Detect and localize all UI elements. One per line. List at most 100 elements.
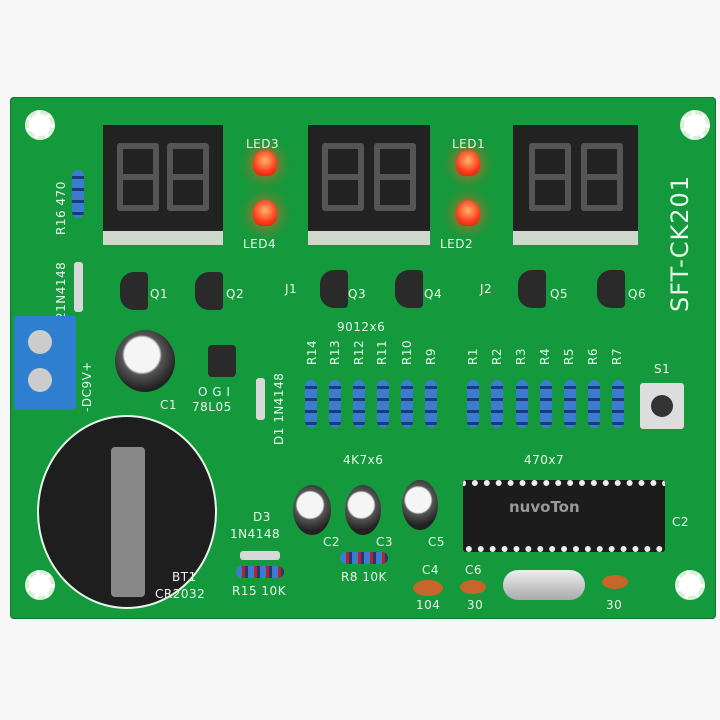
seven-segment-display — [513, 125, 638, 245]
mounting-hole — [680, 110, 710, 140]
led2 — [456, 200, 480, 226]
label-r6: R6 — [586, 348, 600, 365]
label-r12: R12 — [352, 339, 366, 365]
label-resistor-bank-b: 470x7 — [524, 453, 565, 467]
label-c6-value: 30 — [467, 598, 484, 612]
board-model-label: SFT-CK201 — [666, 174, 694, 312]
label-d3: D3 — [253, 510, 271, 524]
label-c4-value: 104 — [416, 598, 441, 612]
label-r1: R1 — [466, 348, 480, 365]
resistor — [377, 380, 389, 428]
label-q3: Q3 — [348, 287, 367, 301]
transistor-q3 — [320, 270, 348, 308]
label-led3: LED3 — [246, 137, 280, 151]
capacitor-c1 — [115, 330, 175, 392]
label-q2: Q2 — [226, 287, 245, 301]
label-r8: R8 10K — [341, 570, 387, 584]
capacitor-c7 — [602, 575, 628, 589]
label-r5: R5 — [562, 348, 576, 365]
label-r2: R2 — [490, 348, 504, 365]
capacitor-c3 — [345, 485, 381, 535]
chip-brand: nuvoTon — [509, 498, 580, 516]
resistor — [425, 380, 437, 428]
transistor-q4 — [395, 270, 423, 308]
diode-d3 — [240, 551, 280, 560]
label-c3: C3 — [376, 535, 394, 549]
label-dc-input: -DC9V+ — [80, 361, 94, 412]
resistor — [353, 380, 365, 428]
label-c4: C4 — [422, 563, 440, 577]
diode-d2 — [74, 262, 83, 312]
label-c6: C6 — [465, 563, 483, 577]
capacitor-c4 — [413, 580, 443, 596]
label-led4: LED4 — [243, 237, 277, 251]
capacitor-c5 — [402, 480, 438, 530]
push-button-s1[interactable] — [640, 383, 684, 429]
label-r16: R16 470 — [54, 181, 68, 235]
label-pinout: O G I — [198, 385, 231, 399]
resistor — [588, 380, 600, 428]
label-r13: R13 — [328, 339, 342, 365]
led3 — [253, 150, 277, 176]
label-r10: R10 — [400, 339, 414, 365]
dc-power-terminal[interactable] — [14, 316, 76, 410]
resistor-r15 — [236, 566, 284, 578]
led1 — [456, 150, 480, 176]
label-q1: Q1 — [150, 287, 169, 301]
capacitor-c2 — [293, 485, 331, 535]
resistor — [329, 380, 341, 428]
label-bt1: BT1 — [172, 570, 197, 584]
resistor — [612, 380, 624, 428]
label-q4: Q4 — [424, 287, 443, 301]
label-regulator: 78L05 — [192, 400, 232, 414]
label-c7-value: 30 — [606, 598, 623, 612]
mounting-hole — [675, 570, 705, 600]
label-q5: Q5 — [550, 287, 569, 301]
resistor-r16 — [72, 170, 84, 218]
seven-segment-display — [308, 125, 430, 245]
label-c2: C2 — [323, 535, 341, 549]
transistor-q5 — [518, 270, 546, 308]
resistor-r8 — [340, 552, 388, 564]
resistor — [401, 380, 413, 428]
label-j1: J1 — [285, 282, 298, 296]
microcontroller-ic: nuvoTon — [463, 480, 665, 552]
resistor — [467, 380, 479, 428]
capacitor-c6 — [460, 580, 486, 594]
label-r15: R15 10K — [232, 584, 287, 598]
label-r11: R11 — [375, 339, 389, 365]
label-battery-type: CR2032 — [155, 587, 206, 601]
resistor — [516, 380, 528, 428]
label-s1: S1 — [654, 362, 671, 376]
label-d2: 21N4148 — [54, 261, 68, 320]
label-resistor-bank-a: 4K7x6 — [343, 453, 384, 467]
seven-segment-display — [103, 125, 223, 245]
label-j2: J2 — [480, 282, 493, 296]
label-c1: C1 — [160, 398, 178, 412]
label-q6: Q6 — [628, 287, 647, 301]
mounting-hole — [25, 110, 55, 140]
crystal-y1 — [503, 570, 585, 600]
diode-d1 — [256, 378, 265, 420]
resistor — [491, 380, 503, 428]
label-d3-type: 1N4148 — [230, 527, 281, 541]
label-r14: R14 — [305, 339, 319, 365]
label-c5: C5 — [428, 535, 446, 549]
transistor-q6 — [597, 270, 625, 308]
resistor — [305, 380, 317, 428]
transistor-q1 — [120, 272, 148, 310]
label-r7: R7 — [610, 348, 624, 365]
resistor — [564, 380, 576, 428]
label-led1: LED1 — [452, 137, 486, 151]
label-transistor-type: 9012x6 — [337, 320, 386, 334]
label-ic-c2: C2 — [672, 515, 690, 529]
coin-cell-holder — [37, 415, 217, 609]
label-r3: R3 — [514, 348, 528, 365]
transistor-q2 — [195, 272, 223, 310]
label-led2: LED2 — [440, 237, 474, 251]
mounting-hole — [25, 570, 55, 600]
regulator-78l05 — [208, 345, 236, 377]
label-r4: R4 — [538, 348, 552, 365]
led4 — [253, 200, 277, 226]
label-r9: R9 — [424, 348, 438, 365]
